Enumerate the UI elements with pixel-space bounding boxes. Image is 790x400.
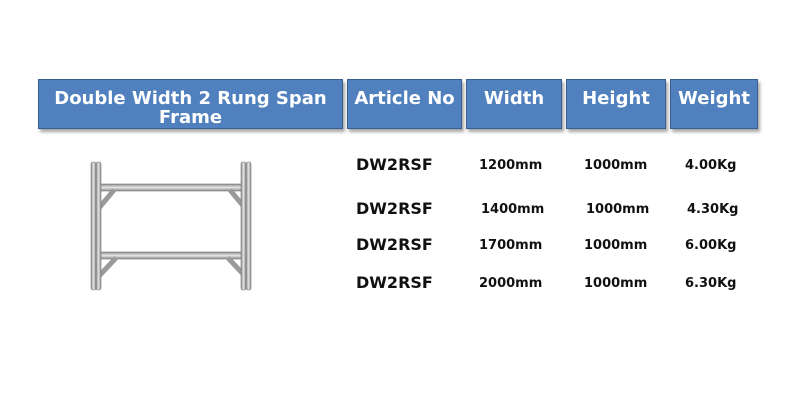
row-1-height: 1000mm xyxy=(584,158,648,173)
row-3-height: 1000mm xyxy=(584,238,648,253)
row-2-article: DW2RSF xyxy=(356,199,433,218)
row-2-height: 1000mm xyxy=(586,202,650,217)
row-2-weight: 4.30Kg xyxy=(687,202,739,217)
row-3-weight: 6.00Kg xyxy=(685,238,737,253)
header-frame: Double Width 2 Rung Span Frame xyxy=(38,79,343,129)
row-1-width: 1200mm xyxy=(479,158,543,173)
header-width: Width xyxy=(466,79,562,129)
row-4-article: DW2RSF xyxy=(356,273,433,292)
row-3-width: 1700mm xyxy=(479,238,543,253)
row-1-weight: 4.00Kg xyxy=(685,158,737,173)
row-4-width: 2000mm xyxy=(479,276,543,291)
header-height: Height xyxy=(566,79,666,129)
header-article-no: Article No xyxy=(347,79,462,129)
scaffold-frame-icon xyxy=(90,161,252,291)
row-2-width: 1400mm xyxy=(481,202,545,217)
row-4-height: 1000mm xyxy=(584,276,648,291)
row-1-article: DW2RSF xyxy=(356,155,433,174)
header-weight: Weight xyxy=(670,79,758,129)
row-4-weight: 6.30Kg xyxy=(685,276,737,291)
row-3-article: DW2RSF xyxy=(356,235,433,254)
